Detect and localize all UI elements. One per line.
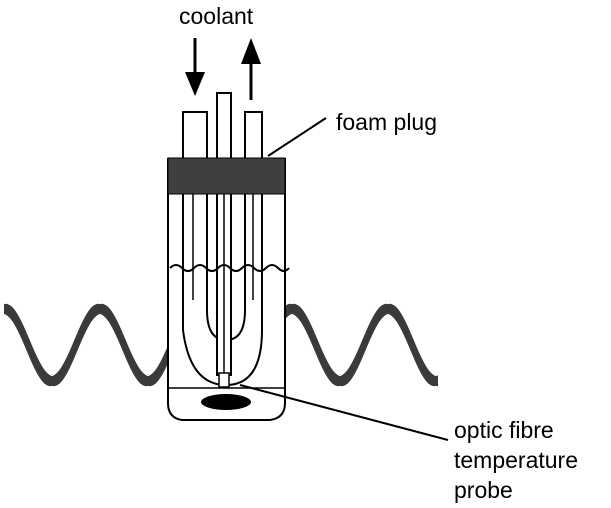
probe-label-line2: temperature (454, 447, 578, 473)
probe-tip (218, 372, 230, 388)
probe-label-line1: optic fibre (454, 417, 554, 443)
foam-plug (167, 157, 286, 195)
probe-label-line3: probe (454, 477, 513, 503)
coolant-arrows (185, 38, 261, 100)
coolant-label: coolant (179, 3, 254, 29)
coolant-in-arrowhead (185, 72, 205, 96)
liquid-surface (169, 264, 290, 272)
foam-plug-label: foam plug (336, 109, 437, 135)
sample-blob (201, 394, 251, 410)
probe-leader-line (239, 384, 449, 441)
foam-plug-leader-line (267, 117, 327, 157)
coolant-out-arrowhead (241, 38, 261, 64)
coolant-inlet-tube (182, 111, 263, 387)
